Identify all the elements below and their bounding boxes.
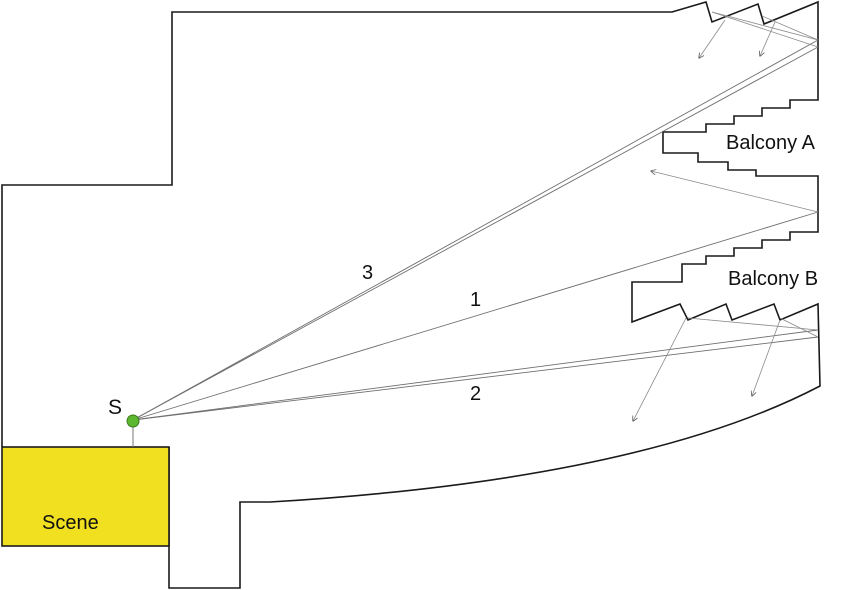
ray-2-label: 2 xyxy=(470,383,481,405)
ray-3-reflect-b xyxy=(761,15,819,41)
scatter-arrow-top-1 xyxy=(699,19,726,58)
ray-2-reflect-a xyxy=(687,317,819,331)
hall-outline xyxy=(1,0,821,589)
source-label: S xyxy=(108,396,122,419)
balcony-b-label: Balcony B xyxy=(728,268,818,290)
scatter-arrow-bottom-1 xyxy=(633,317,687,421)
ray-1-label: 1 xyxy=(470,289,481,311)
ray-2-b xyxy=(132,336,819,421)
ray-2-reflect-b xyxy=(779,317,819,338)
sound-source-dot xyxy=(126,414,140,428)
ray-1-reflect xyxy=(651,171,819,213)
scatter-arrow-top-2 xyxy=(760,21,776,56)
ray-2-a xyxy=(132,329,819,421)
stage-label: Scene xyxy=(42,512,99,534)
ray-1 xyxy=(132,211,819,421)
ray-3-reflect-a xyxy=(711,11,819,41)
ray-3-reflect-c xyxy=(711,11,819,48)
ray-3-label: 3 xyxy=(362,262,373,284)
balcony-a-label: Balcony A xyxy=(726,132,816,154)
ray-3-b xyxy=(132,46,819,421)
stage-block xyxy=(1,446,170,547)
ray-3-a xyxy=(132,39,819,421)
scatter-arrow-bottom-2 xyxy=(752,319,781,396)
